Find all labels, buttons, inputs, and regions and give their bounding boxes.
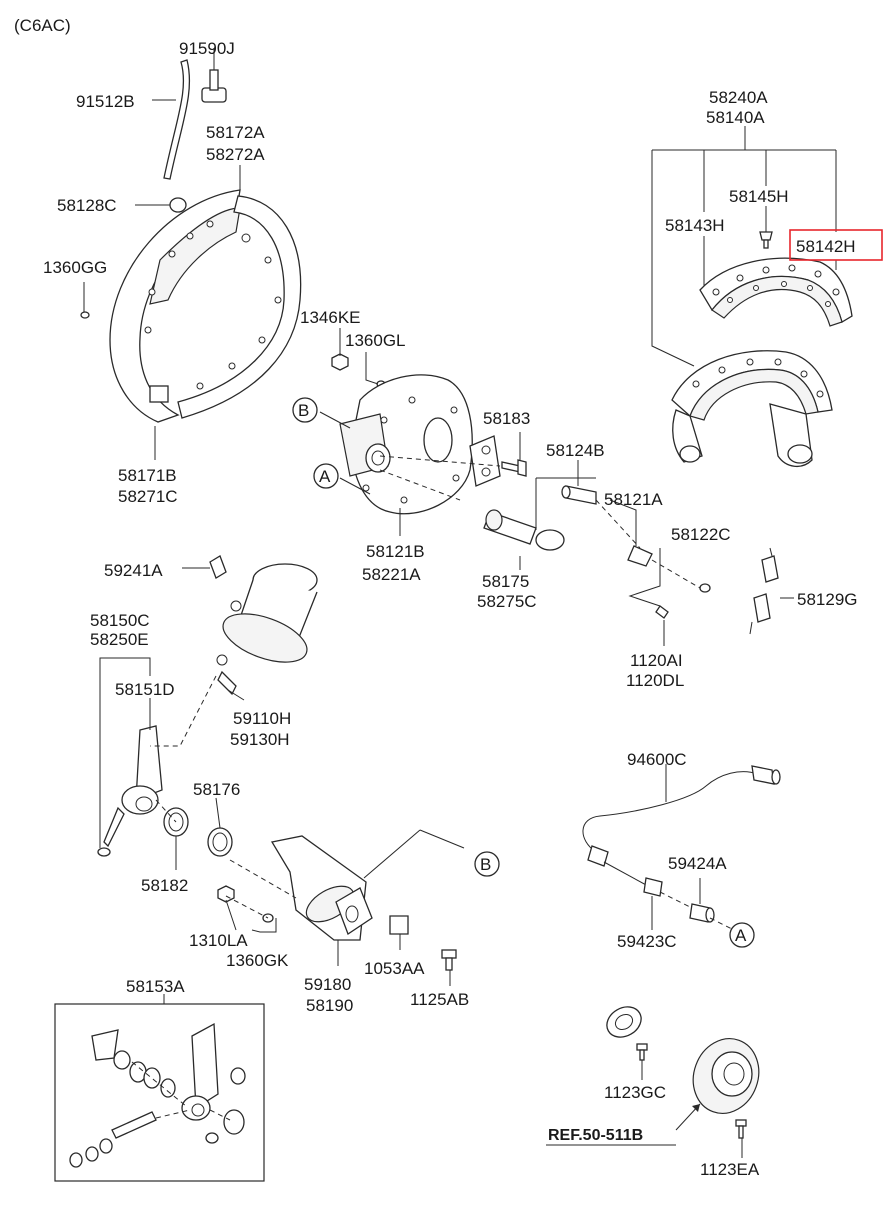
- reference-label-b-lower: B: [480, 855, 491, 874]
- reference-marker-a-upper[interactable]: A: [313, 463, 339, 489]
- part-label-58272a[interactable]: 58272A: [206, 145, 265, 164]
- clip-59241a-drawing: [209, 555, 227, 579]
- bolt-1123gc-drawing: [636, 1043, 648, 1061]
- slack-adjuster-drawing: [97, 725, 163, 857]
- bracket-1053aa-drawing: [389, 915, 409, 935]
- part-label-59423c[interactable]: 59423C: [617, 932, 677, 951]
- repair-kit-box: [54, 1003, 265, 1182]
- hose-91512b-drawing: [163, 59, 191, 180]
- part-label-58145h[interactable]: 58145H: [729, 187, 789, 206]
- part-label-1310la[interactable]: 1310LA: [189, 931, 248, 950]
- bolt-1125ab-drawing: [441, 949, 457, 971]
- part-label-59424a[interactable]: 59424A: [668, 854, 727, 873]
- part-label-58271c[interactable]: 58271C: [118, 487, 178, 506]
- part-label-58153a[interactable]: 58153A: [126, 977, 185, 996]
- part-label-58182[interactable]: 58182: [141, 876, 188, 895]
- part-label-94600c[interactable]: 94600C: [627, 750, 687, 769]
- highlighted-part-58142h[interactable]: 58142H: [789, 229, 883, 261]
- reference-label-b-upper: B: [298, 401, 309, 420]
- part-label-58129g[interactable]: 58129G: [797, 590, 858, 609]
- reference-link-50-511b[interactable]: REF.50-511B: [548, 1127, 643, 1144]
- part-label-1123gc[interactable]: 1123GC: [604, 1083, 666, 1102]
- pin-58124b-drawing: [561, 485, 597, 505]
- part-label-59180[interactable]: 59180: [304, 975, 351, 994]
- backing-plate-drawing: [109, 189, 241, 423]
- plug-58128c-drawing: [169, 197, 187, 213]
- part-label-91590j[interactable]: 91590J: [179, 39, 235, 58]
- part-label-58175[interactable]: 58175: [482, 572, 529, 591]
- part-label-58128c[interactable]: 58128C: [57, 196, 117, 215]
- spring-58129g-drawing: [749, 547, 779, 635]
- part-label-1360gl[interactable]: 1360GL: [345, 331, 406, 350]
- reference-marker-b-upper[interactable]: B: [292, 397, 318, 423]
- part-label-58275c[interactable]: 58275C: [477, 592, 537, 611]
- highlight-box: [789, 229, 883, 261]
- lining-58143h-drawing: [699, 257, 853, 327]
- repair-kit-58153a-drawing: [69, 1022, 246, 1168]
- part-label-1125ab[interactable]: 1125AB: [410, 990, 469, 1009]
- model-code: (C6AC): [14, 16, 71, 35]
- nut-1310la-drawing: [217, 885, 235, 903]
- part-label-58150c[interactable]: 58150C: [90, 611, 150, 630]
- ref-arrowhead: [692, 1104, 700, 1112]
- brake-spider-drawing: [339, 374, 501, 515]
- brake-chamber-drawing: [216, 563, 318, 696]
- part-label-1053aa[interactable]: 1053AA: [364, 959, 425, 978]
- bolt-1123ea-drawing: [735, 1119, 747, 1139]
- part-label-1360gk[interactable]: 1360GK: [226, 951, 289, 970]
- reference-marker-a-lower[interactable]: A: [729, 922, 755, 948]
- part-label-58122c[interactable]: 58122C: [671, 525, 731, 544]
- part-label-58143h[interactable]: 58143H: [665, 216, 725, 235]
- sensor-59424a-drawing: [689, 903, 715, 923]
- clip-58121a-drawing: [627, 545, 653, 567]
- bush-59423c-drawing: [643, 877, 663, 897]
- part-label-58190[interactable]: 58190: [306, 996, 353, 1015]
- dust-shield-drawing: [177, 195, 302, 419]
- reference-label-a-lower: A: [735, 926, 747, 945]
- part-label-58151d[interactable]: 58151D: [115, 680, 175, 699]
- part-label-58142h: 58142H: [796, 237, 856, 256]
- part-label-58140a[interactable]: 58140A: [706, 108, 765, 127]
- part-label-58183[interactable]: 58183: [483, 409, 530, 428]
- part-label-58171b[interactable]: 58171B: [118, 466, 177, 485]
- part-label-59241a[interactable]: 59241A: [104, 561, 163, 580]
- bolt-1120ai-drawing: [655, 605, 669, 619]
- reference-marker-b-lower[interactable]: B: [474, 851, 500, 877]
- abs-sensor-cable-drawing: [582, 765, 781, 887]
- tone-ring-drawing: [606, 1006, 642, 1038]
- clip-91590j-drawing: [201, 69, 227, 103]
- hub-drawing: [692, 1038, 760, 1114]
- part-label-1360gg[interactable]: 1360GG: [43, 258, 107, 277]
- part-label-59110h[interactable]: 59110H: [233, 709, 291, 728]
- part-label-58250e[interactable]: 58250E: [90, 630, 149, 649]
- part-label-58121a[interactable]: 58121A: [604, 490, 663, 509]
- part-label-1120ai[interactable]: 1120AI: [630, 651, 683, 670]
- part-label-1123ea[interactable]: 1123EA: [700, 1160, 760, 1179]
- part-label-58121b[interactable]: 58121B: [366, 542, 425, 561]
- rivet-58145h-drawing: [759, 231, 773, 249]
- seal-58176-drawing: [207, 827, 233, 857]
- brake-shoe-drawing: [671, 350, 833, 467]
- part-label-58240a[interactable]: 58240A: [709, 88, 768, 107]
- reference-label-a-upper: A: [319, 467, 331, 486]
- part-label-59130h[interactable]: 59130H: [230, 730, 290, 749]
- part-label-91512b[interactable]: 91512B: [76, 92, 135, 111]
- chamber-bracket-drawing: [270, 835, 373, 941]
- camshaft-58175-drawing: [483, 509, 565, 551]
- part-label-1120dl[interactable]: 1120DL: [626, 671, 684, 690]
- washer-58122c-drawing: [699, 583, 711, 593]
- part-label-58172a[interactable]: 58172A: [206, 123, 265, 142]
- part-label-58176[interactable]: 58176: [193, 780, 240, 799]
- part-label-58124b[interactable]: 58124B: [546, 441, 605, 460]
- bolt-58183-drawing: [501, 459, 527, 477]
- nut-1346ke-drawing: [331, 353, 349, 371]
- part-label-1346ke[interactable]: 1346KE: [300, 308, 361, 327]
- part-label-58221a[interactable]: 58221A: [362, 565, 421, 584]
- washer-1360gg-drawing: [80, 311, 90, 319]
